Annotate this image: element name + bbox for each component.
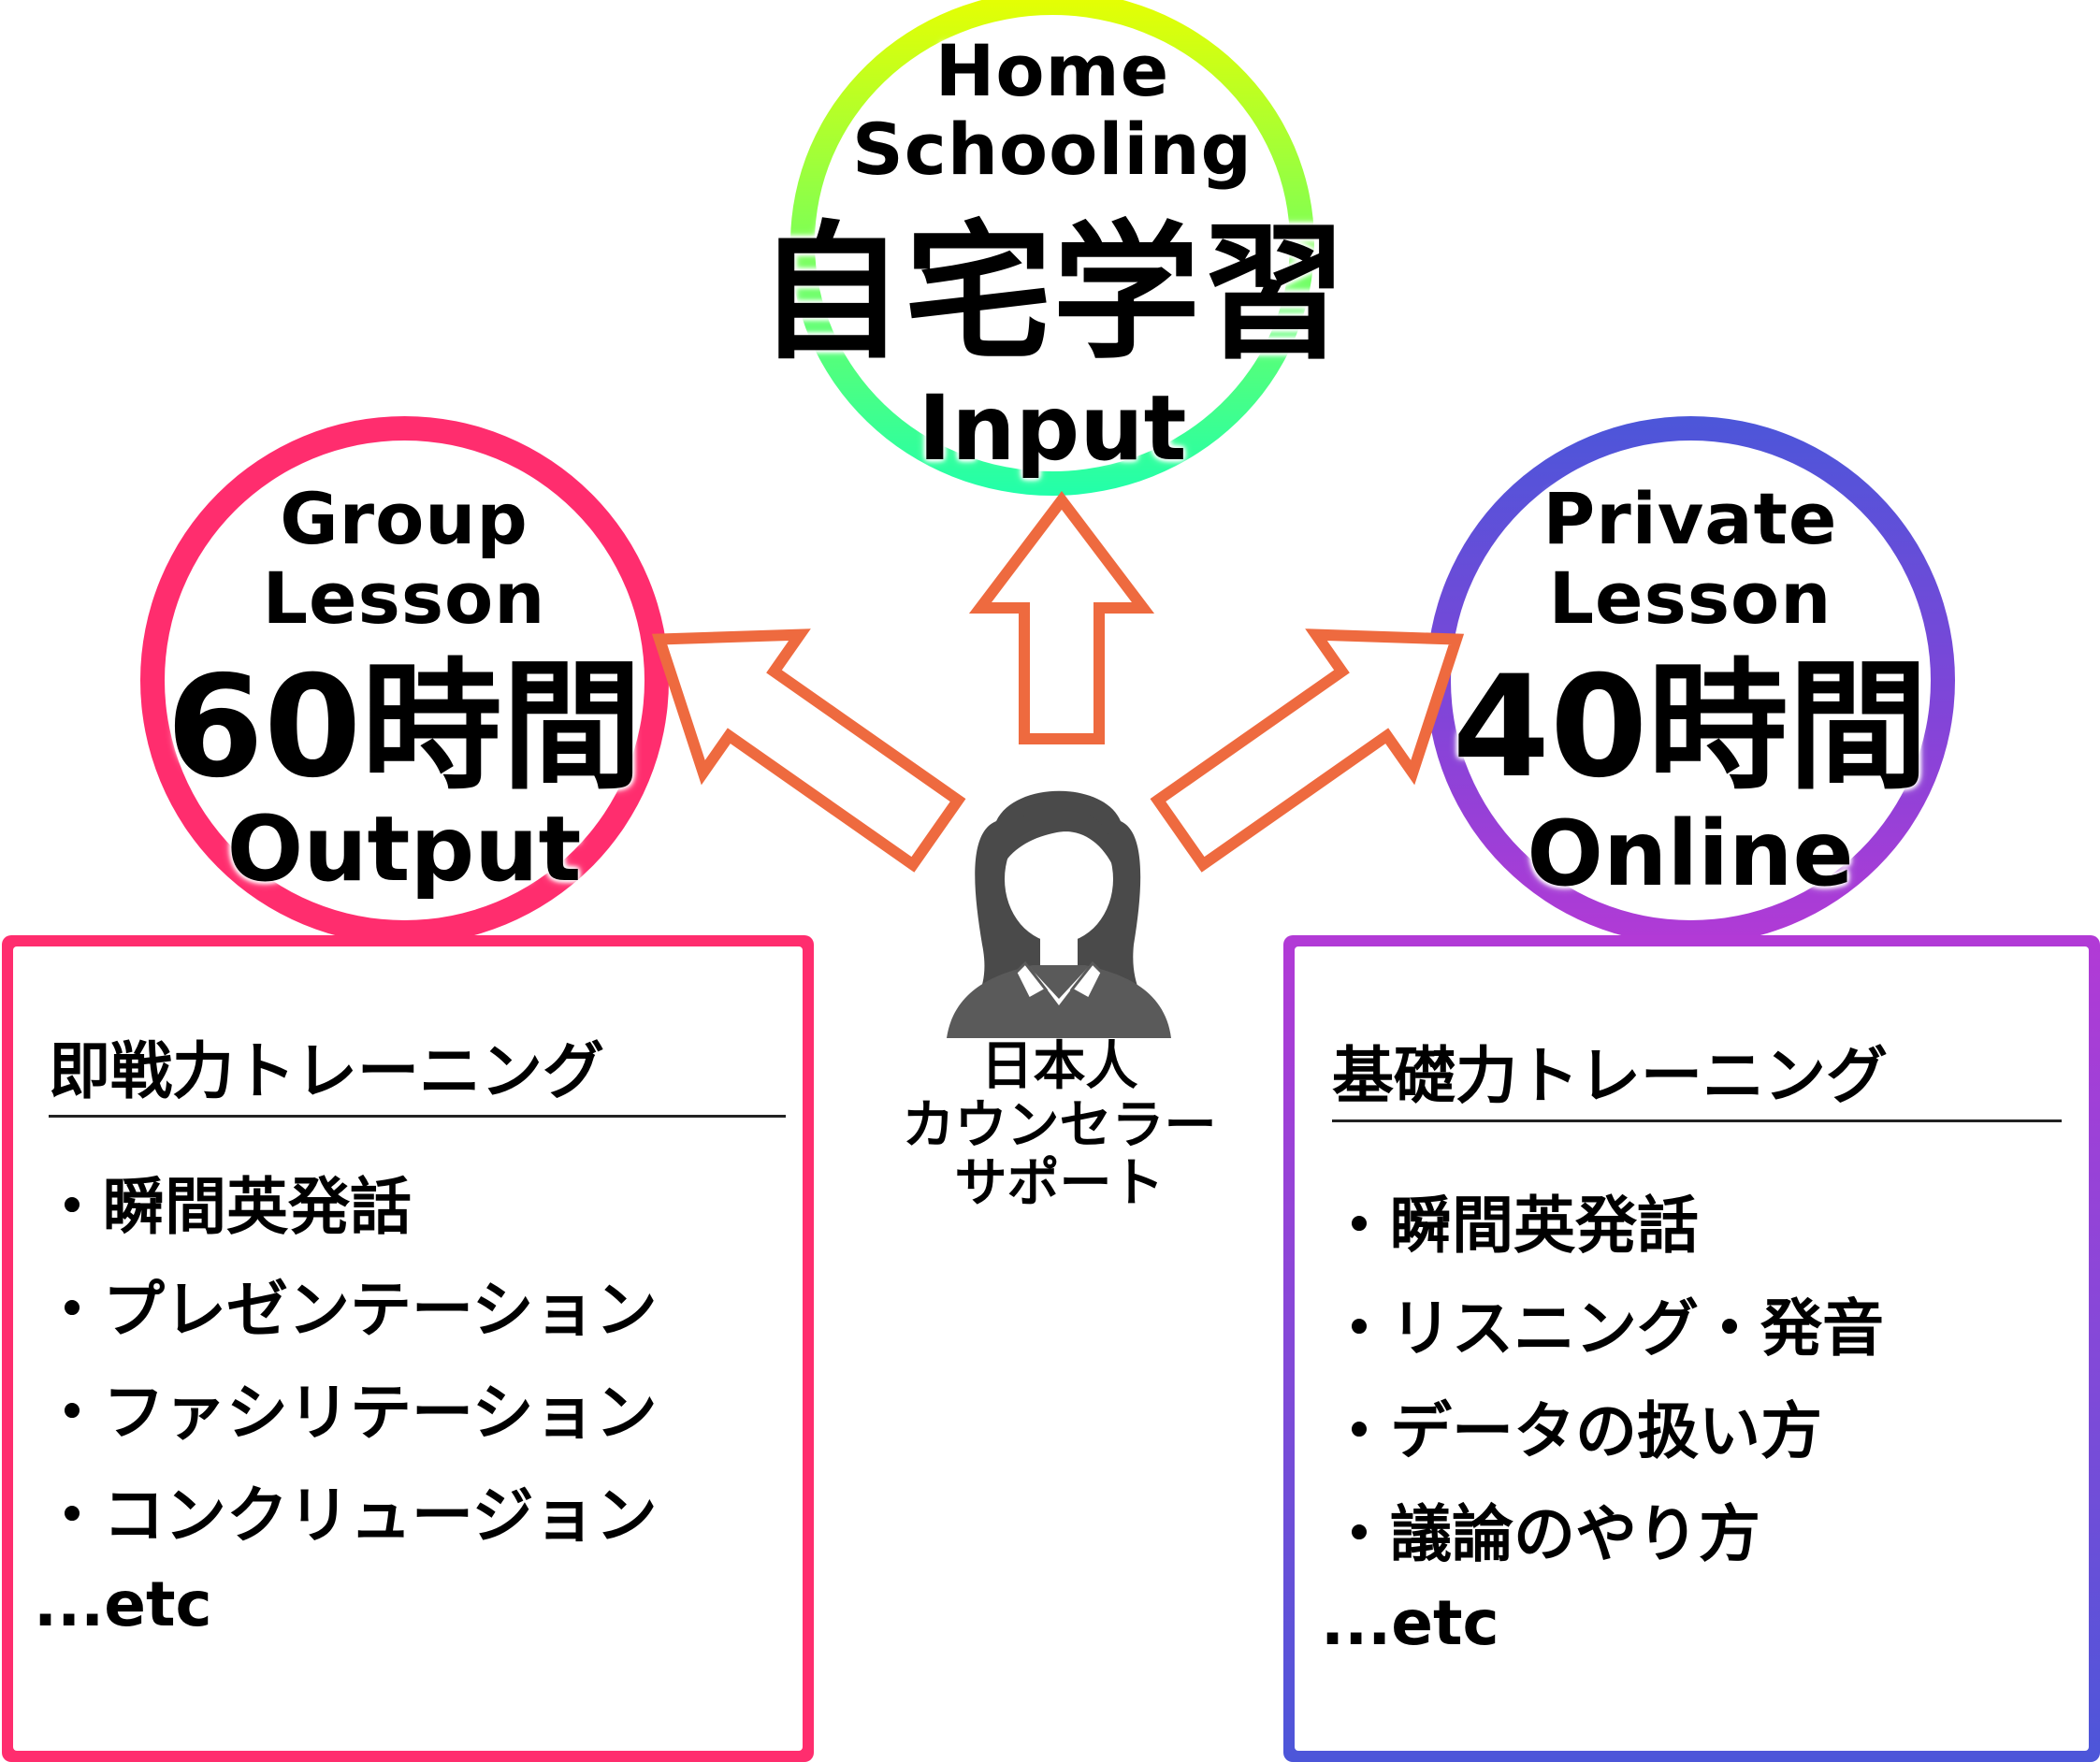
practical-training-box-inner: 即戦力トレーニング ・瞬間英発話 ・プレゼンテーション ・ファシリテーション ・… — [13, 946, 803, 1751]
left-item-4: ・コンクリュージョン — [41, 1480, 658, 1552]
lesson-label-left: Lesson — [262, 556, 546, 640]
practical-training-box: 即戦力トレーニング ・瞬間英発話 ・プレゼンテーション ・ファシリテーション ・… — [2, 935, 814, 1762]
left-item-3: ・ファシリテーション — [41, 1377, 658, 1449]
private-lesson-ring — [1427, 416, 1955, 945]
right-item-etc: ...etc — [1321, 1587, 1499, 1659]
counselor-label-line1: 日本人 — [980, 1036, 1138, 1097]
private-lesson-labels: Private Lesson 40時間 Online — [1363, 416, 2018, 945]
counselor-label-line2: カウンセラー — [902, 1094, 1217, 1156]
group-hours: 60時間 — [166, 646, 643, 809]
input-label: Input — [918, 376, 1187, 481]
group-lesson-ring — [140, 416, 669, 945]
right-item-3: ・データの扱い方 — [1328, 1395, 1822, 1467]
group-label: Group — [280, 477, 529, 560]
left-item-2: ・プレゼンテーション — [41, 1274, 658, 1346]
arrow-left-up — [651, 628, 966, 873]
basic-training-box-inner: 基礎力トレーニング ・瞬間英発話 ・リスニング・発音 ・データの扱い方 ・議論の… — [1295, 946, 2089, 1751]
counselor-support-label: 日本人 カウンセラー サポート — [851, 1036, 1267, 1215]
left-item-etc: ...etc — [34, 1568, 212, 1640]
home-schooling-labels: Home Schooling 自宅学習 Input — [697, 0, 1408, 505]
right-item-4: ・議論のやり方 — [1328, 1498, 1760, 1570]
lesson-label-right: Lesson — [1548, 556, 1832, 640]
home-label: Home — [934, 29, 1170, 112]
home-schooling-ring — [790, 0, 1314, 496]
private-label: Private — [1542, 477, 1838, 560]
arrow-up — [968, 491, 1155, 744]
left-item-1: ・瞬間英発話 — [41, 1171, 412, 1243]
counselor-label-line3: サポート — [954, 1153, 1165, 1215]
counselor-person-icon — [947, 790, 1171, 1038]
practical-training-title: 即戦力トレーニング — [49, 1035, 604, 1107]
right-item-1: ・瞬間英発話 — [1328, 1190, 1699, 1262]
group-lesson-labels: Group Lesson 60時間 Output — [77, 416, 731, 945]
basic-training-box: 基礎力トレーニング ・瞬間英発話 ・リスニング・発音 ・データの扱い方 ・議論の… — [1283, 935, 2100, 1762]
practical-training-divider — [49, 1115, 786, 1118]
home-study-title: 自宅学習 — [757, 208, 1348, 380]
basic-training-title: 基礎力トレーニング — [1332, 1040, 1888, 1112]
right-item-2: ・リスニング・発音 — [1328, 1293, 1884, 1365]
online-label: Online — [1527, 802, 1854, 906]
arrow-right-up — [1150, 628, 1465, 873]
private-hours: 40時間 — [1452, 646, 1929, 809]
schooling-label: Schooling — [852, 108, 1253, 191]
output-label: Output — [226, 797, 582, 902]
basic-training-divider — [1332, 1119, 2062, 1122]
